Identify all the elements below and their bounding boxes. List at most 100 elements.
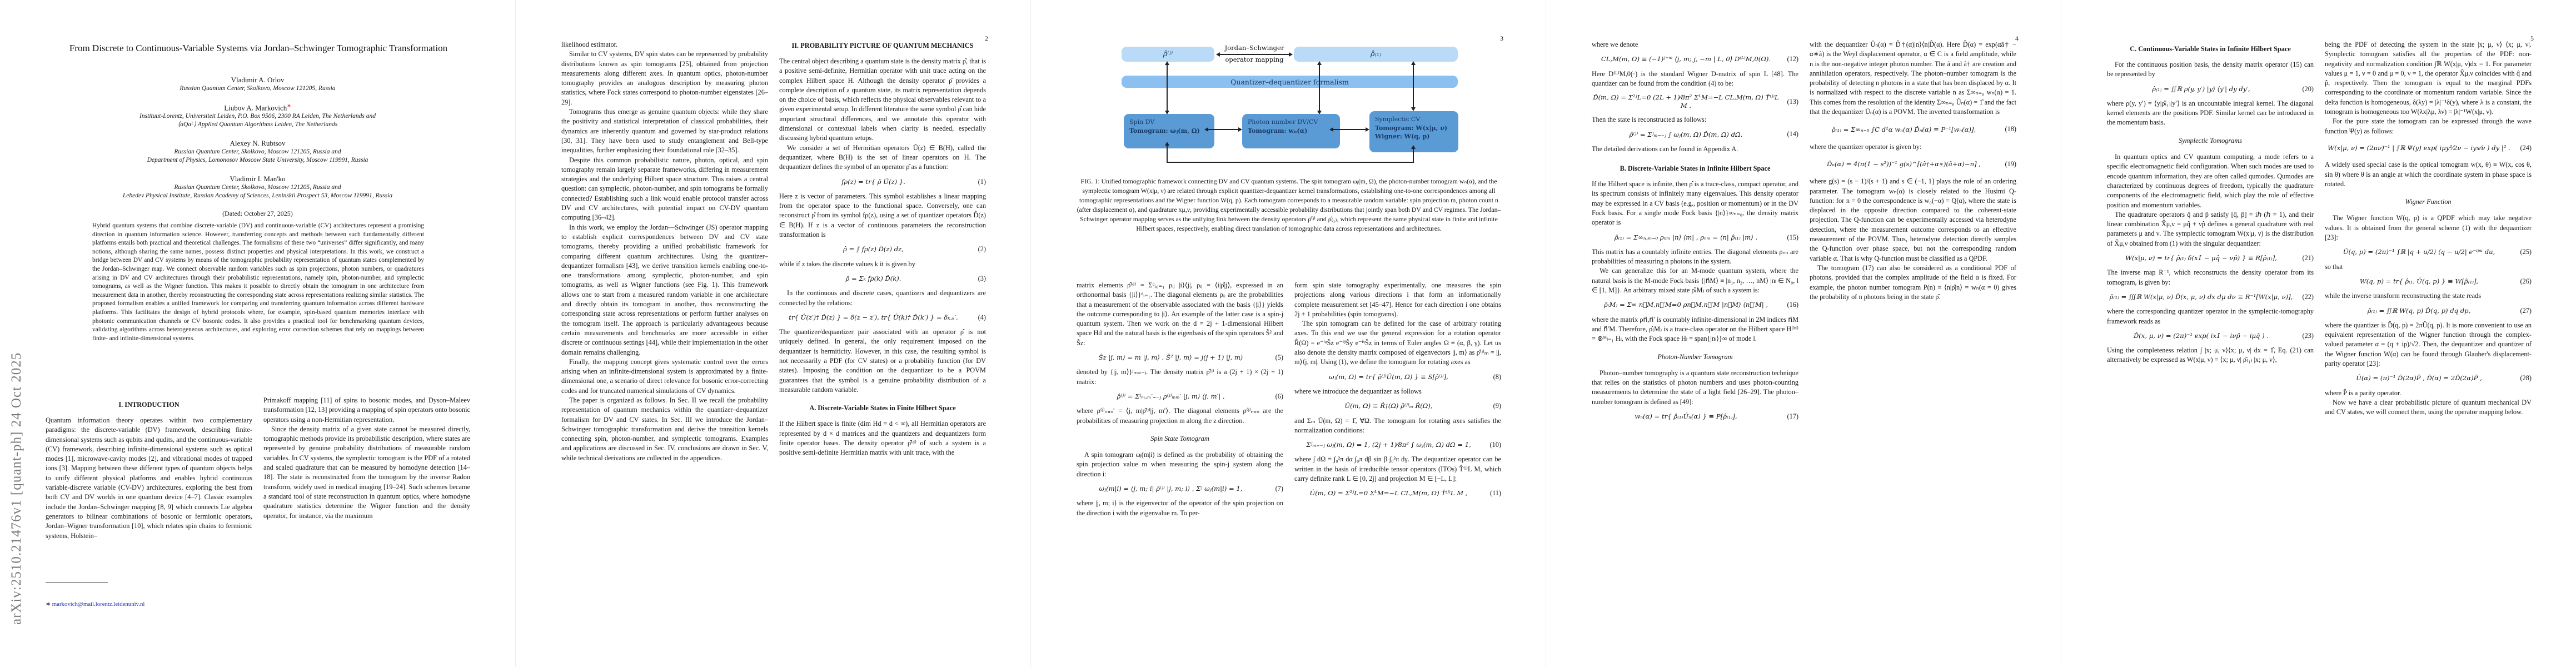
equation: ρ̂⁽ʲ⁾ = Σʲₘ,ₘ′₌₋ⱼ ρ⁽ʲ⁾ₘₘ′ |j, m⟩ ⟨j, m′|… xyxy=(1077,392,1283,401)
email-link[interactable]: markovich@mail.lorentz.leidenuniv.nl xyxy=(52,601,145,608)
paragraph: where the quantizer is D̂(q, p) = 2πÛ(q,… xyxy=(2325,321,2532,368)
fig-box-photon-dv-cv: Photon number DV/CV Tomogram: wₙ(α) xyxy=(1242,114,1340,148)
equation-number: (10) xyxy=(1489,441,1502,449)
paragraph: A spin tomogram ωⱼ(m|i) is defined as th… xyxy=(1077,451,1283,478)
paragraph: If the Hilbert space is infinite, then ρ… xyxy=(1592,180,1798,227)
paragraph: The central object describing a quantum … xyxy=(779,57,986,142)
equation-formula: ρ̂⁽ʲ⁾ = Σʲₘ,ₘ′₌₋ⱼ ρ⁽ʲ⁾ₘₘ′ |j, m⟩ ⟨j, m′|… xyxy=(1117,392,1225,401)
paragraph: likelihood estimator. xyxy=(561,41,618,48)
equation-formula: ρ̂₍₁₎ = ∭ℝ W(x|μ, ν) D̂(x, μ, ν) dx dμ d… xyxy=(2109,293,2293,301)
equation: D̂(m, Ω) = Σ²ʲL=0 (2L + 1)⁄8π² ΣᴸM=−L CL… xyxy=(1592,93,1798,110)
paragraph: For the pure state the tomogram can be e… xyxy=(2325,117,2532,135)
dated-line: (Dated: October 27, 2025) xyxy=(222,209,293,217)
paragraph: This matrix has a countably infinite ent… xyxy=(1592,247,1798,266)
paragraph: while if z takes the discrete values k i… xyxy=(779,260,915,268)
fig-symplectic-tomogram: Tomogram: W(x|μ, ν) xyxy=(1375,124,1448,132)
paragraph: with the dequantizer Ûₙ(α) = D̂†(α)|n⟩⟨n… xyxy=(1810,41,2016,116)
page-2: 2 likelihood estimator. Similar to CV sy… xyxy=(515,0,1031,667)
paragraph: where P̂ is a parity operator. xyxy=(2325,389,2401,397)
paragraph: Quantum information theory operates with… xyxy=(46,416,252,540)
arrow-down-icon xyxy=(1411,107,1416,111)
equation-formula: fρ(z) = tr{ ρ̂ Û(z) }. xyxy=(841,177,905,186)
fig-arrow-vertical xyxy=(1167,65,1168,112)
equation-number: (4) xyxy=(978,313,986,321)
equation: Σʲₘ₌₋ⱼ ωⱼ(m, Ω) = 1, (2j + 1)⁄8π² ∫ ωⱼ(m… xyxy=(1294,440,1501,450)
arxiv-stamp: arXiv:2510.21476v1 [quant-ph] 24 Oct 202… xyxy=(9,352,24,625)
arrow-left-icon xyxy=(1204,127,1208,132)
equation-number: (3) xyxy=(978,274,986,282)
equation-formula: W(q, p) = tr{ ρ̂₍₁₎ Û(q, p) } ≡ W[ρ̂₍₁₎]… xyxy=(2359,277,2479,286)
equation: ωⱼ(m|i) = ⟨j, m; i| ρ̂⁽ʲ⁾ |j, m; i⟩ , Σʲ… xyxy=(1077,484,1283,494)
paragraph: matrix elements ρ̂⁽ᵈ⁾ = Σᵈᵢ,ⱼ₌₁ ρᵢⱼ |i⟩⟨… xyxy=(1077,281,1283,347)
equation: W(q, p) = tr{ ρ̂₍₁₎ Û(q, p) } ≡ W[ρ̂₍₁₎]… xyxy=(2325,277,2532,286)
arrow-right-icon xyxy=(1289,52,1293,57)
paragraph: Using the completeness relation ∫ |x; μ,… xyxy=(2107,346,2314,364)
equation-number: (20) xyxy=(2302,84,2314,93)
equation-number: (2) xyxy=(978,245,986,253)
page-4: 4 where we denote CL,M(m, Ω) ≡ (−1)ʲ⁻ᵐ ⟨… xyxy=(1546,0,2061,667)
subsection-heading-symplectic-tomograms: Symplectic Tomograms xyxy=(2179,136,2242,145)
paper-title: From Discrete to Continuous-Variable Sys… xyxy=(69,43,448,53)
equation-number: (9) xyxy=(1493,402,1501,410)
equation-number: (22) xyxy=(2302,292,2314,301)
fig-arrow-horizontal xyxy=(1219,54,1290,55)
fig-arrow-horizontal xyxy=(1332,129,1367,130)
equation-number: (1) xyxy=(978,177,986,186)
fig-spin-tomogram: Tomogram: ωⱼ(m, Ω) xyxy=(1129,127,1200,135)
paragraph: Photon–number tomography is a quantum st… xyxy=(1592,369,1798,406)
section-heading-introduction: I. INTRODUCTION xyxy=(118,401,180,409)
arrow-left-icon xyxy=(1329,127,1333,132)
arrow-down-icon xyxy=(1165,111,1169,115)
equation: Ŝz |j, m⟩ = m |j, m⟩ , Ŝ² |j, m⟩ = j(j +… xyxy=(1077,353,1283,362)
fig-connector-line xyxy=(1167,162,1414,163)
paragraph: where |j, m; i⟩ is the eigenvector of th… xyxy=(1077,499,1283,517)
author-affiliation: ⟨aQaᴸ⟩ Applied Quantum Algorithms Leiden… xyxy=(177,121,338,128)
equation-formula: ρ̂₍₁₎ = ∬ℝ W(q, p) D̂(q, p) dq dp, xyxy=(2367,306,2471,315)
paragraph: The Wigner function W(q, p) is a QPDF wh… xyxy=(2325,214,2532,242)
footnote-marker: ∗ xyxy=(287,102,291,108)
page-number: 2 xyxy=(985,34,988,42)
paragraph: The quantizer/dequantizer pair associate… xyxy=(779,328,986,394)
equation-number: (19) xyxy=(2005,160,2017,168)
paragraph: where ∫ dΩ ≡ ∫₀²π dα ∫₀π dβ sin β ∫₀²π d… xyxy=(1294,455,1501,483)
equation-formula: Û(q, p) = (2π)⁻¹ ∫ℝ |q + u/2⟩ ⟨q − u/2| … xyxy=(2343,248,2495,256)
page-number: 5 xyxy=(2530,34,2534,42)
equation-formula: ωⱼ(m|i) = ⟨j, m; i| ρ̂⁽ʲ⁾ |j, m; i⟩ , Σʲ… xyxy=(1099,485,1243,493)
equation: CL,M(m, Ω) ≡ (−1)ʲ⁻ᵐ ⟨j, m; j, −m | L, 0… xyxy=(1592,54,1798,64)
equation: Û(m, Ω) = Σ²ʲL=0 ΣᴸM=−L CL,M(m, Ω) T̂⁽ʲ⁾… xyxy=(1294,489,1501,498)
equation-formula: Û(m, Ω) = Σ²ʲL=0 ΣᴸM=−L CL,M(m, Ω) T̂⁽ʲ⁾… xyxy=(1309,489,1468,497)
author-affiliation: Lebedev Physical Institute, Russian Acad… xyxy=(122,192,393,200)
paragraph: Tomograms thus emerge as genuine quantum… xyxy=(561,108,768,155)
equation: Û(α) = (π)⁻¹ D̂(2α)P̂ , D̂(α) = 2D̂(2α)P… xyxy=(2325,374,2532,383)
author-affiliation: Russian Quantum Center, Skolkovo, Moscow… xyxy=(174,148,341,155)
equation-formula: ρ̂₍₁₎ = Σ∞ₙ₌₀ ∫C d²α wₙ(α) D̂ₙ(α) ≡ P⁻¹[… xyxy=(1831,125,1976,133)
equation-number: (14) xyxy=(1787,130,1799,138)
paragraph: A widely used special case is the optica… xyxy=(2325,161,2532,188)
author-affiliation: Russian Quantum Center, Skolkovo, Moscow… xyxy=(180,85,336,92)
equation-formula: Û(α) = (π)⁻¹ D̂(2α)P̂ , D̂(α) = 2D̂(2α)P… xyxy=(2356,374,2482,382)
paragraph: where we introduce the dequantizer as fo… xyxy=(1294,387,1422,395)
fig-box-rho-j: ρ̂⁽ʲ⁾ xyxy=(1122,47,1214,62)
equation-number: (26) xyxy=(2520,277,2532,285)
paragraph: The paper is organized as follows. In Se… xyxy=(561,396,768,462)
arrow-down-icon xyxy=(1317,111,1322,115)
section-heading-dv-infinite: B. Discrete-Variable States in Infinite … xyxy=(1620,165,1771,173)
paragraph: Here z is vector of parameters. This sym… xyxy=(779,192,986,239)
section-heading-cv-infinite: C. Continuous-Variable States in Infinit… xyxy=(2130,45,2291,53)
equation-formula: ωⱼ(m, Ω) = tr{ ρ̂⁽ʲ⁾Û(m, Ω) } ≡ S[ρ̂⁽ʲ⁾]… xyxy=(1329,372,1448,381)
equation-formula: tr{ Û(z′)† D̂(z) } = δ(z − z′), tr{ Û(k)… xyxy=(789,313,958,321)
footnote: ∗ markovich@mail.lorentz.leidenuniv.nl xyxy=(46,600,145,608)
paragraph: The quadrature operators q̂ and p̂ satis… xyxy=(2107,210,2314,247)
equation: fρ(z) = tr{ ρ̂ Û(z) }. (1) xyxy=(779,177,986,187)
equation: D̂(x, μ, ν) = (2π)⁻¹ exp( ix1̂ − iνp̂ − … xyxy=(2107,331,2314,341)
equation: ωⱼ(m, Ω) = tr{ ρ̂⁽ʲ⁾Û(m, Ω) } ≡ S[ρ̂⁽ʲ⁾]… xyxy=(1294,372,1501,382)
equation-number: (12) xyxy=(1787,55,1799,63)
fig-quantizer-bar: Quantizer–dequantizer formalism xyxy=(1122,76,1458,88)
figure-caption: FIG. 1: Unified tomographic framework co… xyxy=(1077,177,1501,232)
fig-photon-tomogram: Tomogram: wₙ(α) xyxy=(1248,127,1308,135)
subsection-heading-photon-tomogram: Photon-Number Tomogram xyxy=(1657,352,1733,361)
paragraph: where we denote xyxy=(1592,41,1638,48)
equation-number: (28) xyxy=(2520,374,2532,382)
equation-number: (18) xyxy=(2005,125,2017,133)
equation-formula: wₙ(α) = tr{ ρ̂₍₁₎Ûₙ(α) } ≡ P[ρ̂₍₁₎], xyxy=(1635,412,1737,421)
